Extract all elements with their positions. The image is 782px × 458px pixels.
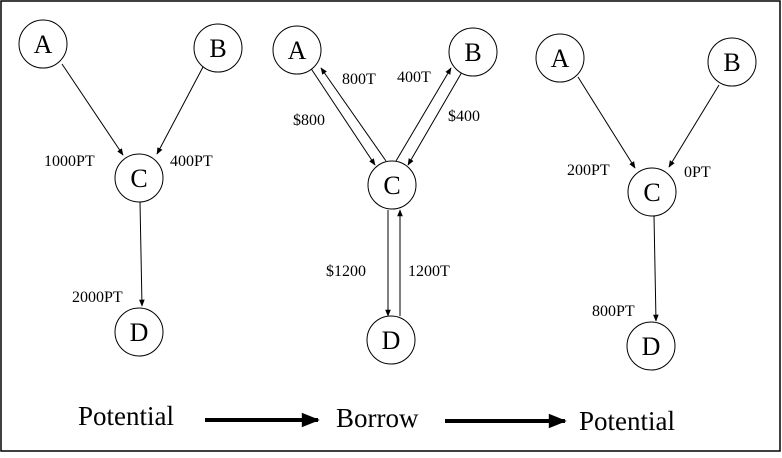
edge-label-b-c: 400PT [170,153,213,170]
edge-label-c-d: 2000PT [72,289,123,306]
edge-c-a [320,67,387,162]
edge-a-c [309,66,376,166]
edge-label-a-c: 200PT [567,162,610,179]
node-c-label: C [383,171,400,200]
caption-borrow: Borrow [336,403,419,433]
edge-label-a-c: $800 [293,112,325,129]
node-a-label: A [551,44,570,73]
node-d-label: D [130,318,149,347]
node-b-label: B [464,38,481,67]
edge-b-c [668,84,720,168]
edge-label-c-d: 800PT [592,303,635,320]
edge-label-c-d: $1200 [326,263,366,280]
node-b [707,37,757,87]
diagram-3: A B C D 200PT 0PT 800PT [535,33,757,371]
node-b [193,23,243,73]
node-a-label: A [288,36,307,65]
edge-a-c [61,63,124,156]
caption-potential-2: Potential [579,406,675,436]
caption-potential-1: Potential [78,401,174,431]
edge-b-c [407,71,463,166]
edge-label-b-c: $400 [448,108,480,125]
edge-label-b-c: 0PT [684,164,711,181]
edge-label-d-c: 1200T [408,263,450,280]
node-d-label: D [382,326,401,355]
edge-c-b [395,67,452,162]
node-b-label: B [723,48,740,77]
node-c [367,160,417,210]
node-c-label: C [130,164,147,193]
node-d-label: D [642,332,661,361]
edge-label-c-a: 800T [342,71,376,88]
node-d [114,307,164,357]
edge-c-d [139,201,145,307]
edge-label-c-b: 400T [397,69,431,86]
node-d [626,321,676,371]
node-d [366,315,416,365]
node-a-label: A [34,30,53,59]
node-a [272,25,322,75]
diagram-2: A B C D 800T $800 400T $400 $1200 1200T [272,25,498,365]
node-b [448,27,498,77]
diagram-1: A B C D 1000PT 400PT 2000PT [18,19,243,357]
node-a [18,19,68,69]
node-b-label: B [209,34,226,63]
node-c-label: C [643,178,660,207]
node-c [114,153,164,203]
edge-b-c [156,66,204,155]
edge-c-d [653,215,659,322]
edge-label-a-c: 1000PT [44,153,95,170]
edge-a-c [577,76,636,169]
node-c [627,167,677,217]
node-a [535,33,585,83]
process-caption-row: Potential Borrow Potential [78,401,675,436]
